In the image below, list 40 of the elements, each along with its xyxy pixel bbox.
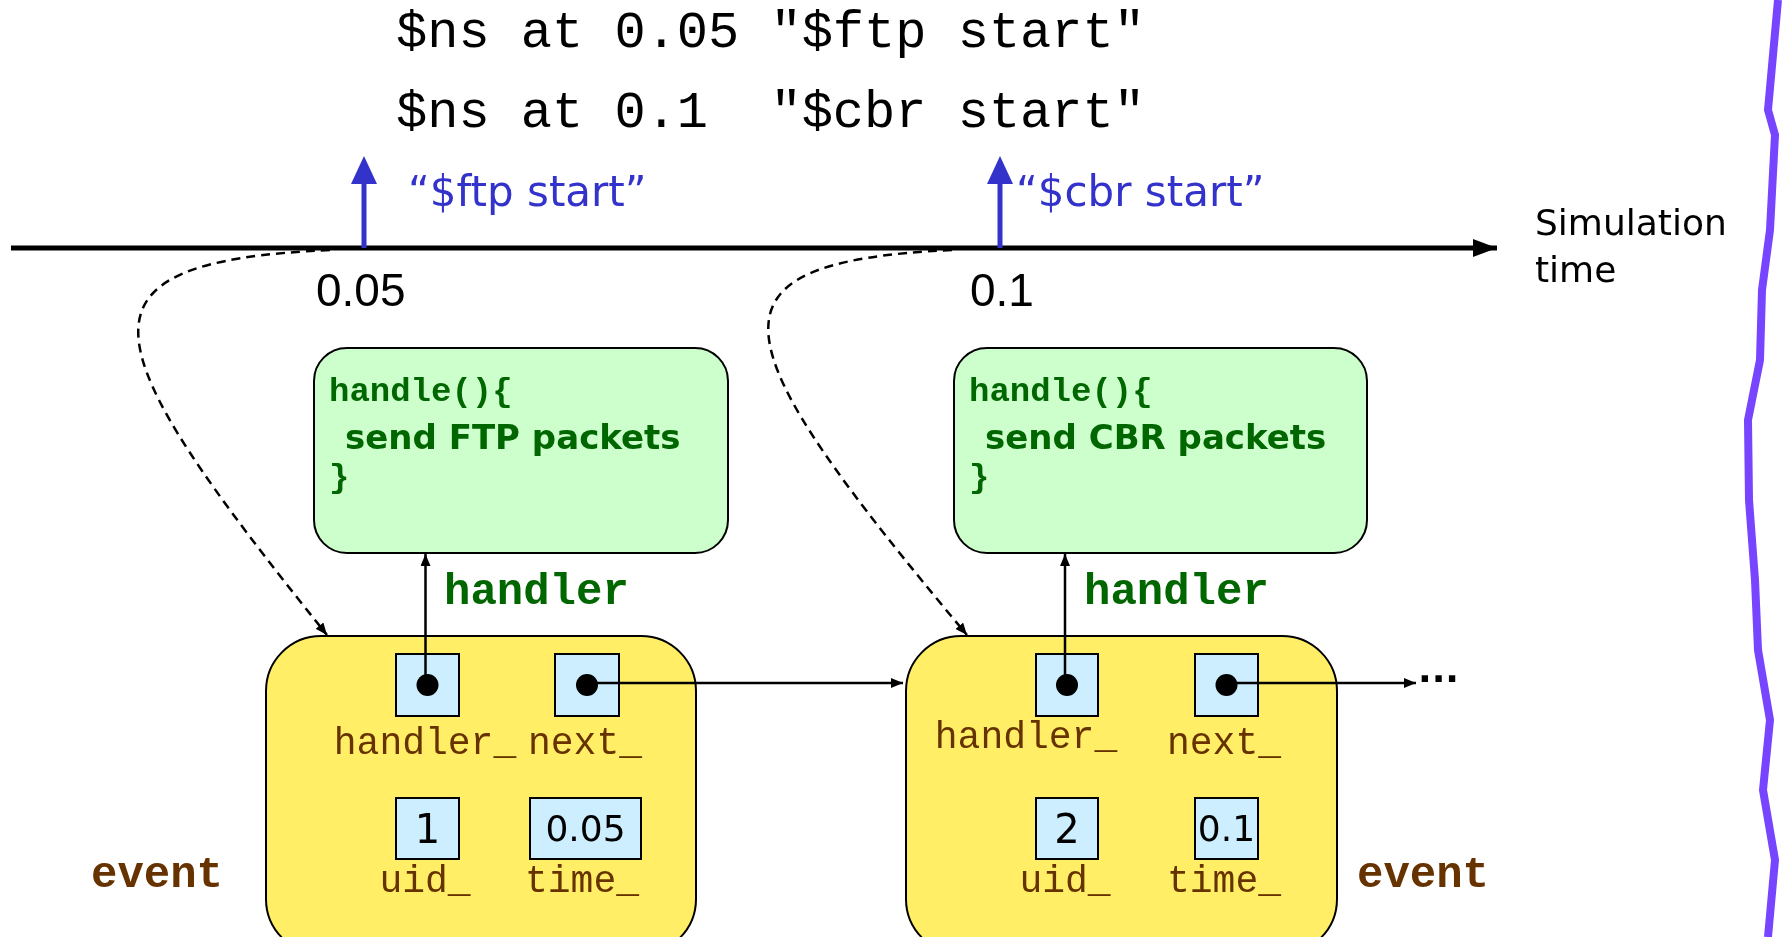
handler-action: send CBR packets bbox=[985, 417, 1327, 457]
value-field: 2 bbox=[1035, 797, 1099, 860]
pointer-field bbox=[395, 653, 460, 717]
tick-label: 0.1 bbox=[970, 264, 1034, 317]
event-label: “$ftp start” bbox=[408, 168, 647, 217]
event-label: “$cbr start” bbox=[1016, 168, 1265, 217]
field-label: handler_ bbox=[934, 716, 1118, 759]
field-label: time_ bbox=[1167, 860, 1281, 903]
pointer-field bbox=[1035, 653, 1099, 717]
code-text: handle(){ bbox=[329, 373, 513, 411]
handler-box bbox=[313, 347, 729, 554]
node-caption: event bbox=[91, 850, 224, 900]
value-field: 0.05 bbox=[529, 797, 642, 860]
code-line: $ns at 0.1 "$cbr start" bbox=[396, 84, 1145, 144]
value-field: 1 bbox=[395, 797, 460, 860]
field-label: uid_ bbox=[379, 860, 471, 903]
handler-action: send FTP packets bbox=[345, 417, 681, 457]
code-text: handle(){ bbox=[969, 373, 1153, 411]
handler-box bbox=[953, 347, 1368, 554]
pointer-field bbox=[554, 653, 620, 717]
value-field: 0.1 bbox=[1194, 797, 1259, 860]
event-box bbox=[905, 635, 1338, 937]
node-caption: event bbox=[1357, 850, 1490, 900]
tick-label: 0.05 bbox=[316, 264, 406, 317]
ellipsis: ... bbox=[1418, 652, 1478, 696]
axis-label: Simulation time bbox=[1535, 201, 1728, 292]
code-text: } bbox=[969, 459, 990, 497]
edge-label: handler bbox=[444, 570, 629, 614]
pointer-field bbox=[1194, 653, 1259, 717]
field-label: uid_ bbox=[1019, 860, 1111, 903]
dashed-arrow bbox=[767, 248, 968, 636]
code-text: } bbox=[329, 459, 350, 497]
field-label: time_ bbox=[525, 860, 639, 903]
edge-label: handler bbox=[1084, 570, 1269, 614]
field-label: next_ bbox=[528, 722, 642, 765]
event-box bbox=[265, 635, 697, 937]
code-line: $ns at 0.05 "$ftp start" bbox=[396, 4, 1145, 64]
field-label: handler_ bbox=[333, 722, 517, 765]
field-label: next_ bbox=[1167, 722, 1281, 765]
dashed-arrow bbox=[137, 248, 331, 636]
